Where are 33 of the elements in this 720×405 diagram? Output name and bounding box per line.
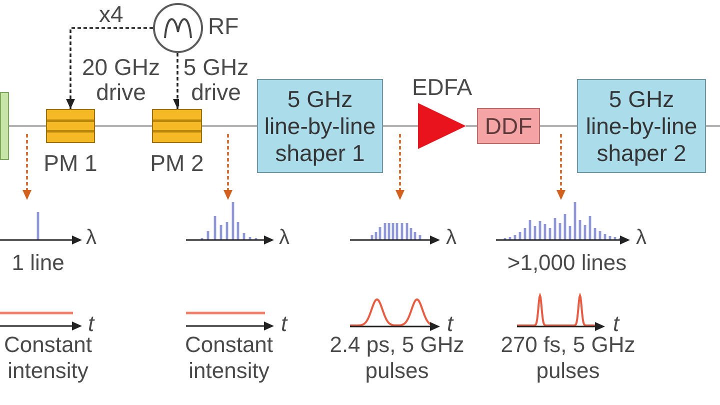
fiber-line (202, 125, 257, 127)
dashed-arrow (22, 134, 32, 200)
fiber-line (540, 125, 577, 127)
dashed-arrow (224, 134, 232, 200)
node-label: EDFA (412, 74, 472, 100)
filter-box (477, 108, 540, 144)
node-label: PM 2 (150, 150, 204, 176)
plot-caption: Constant intensity (184, 332, 274, 384)
axis-label: λ (446, 225, 456, 251)
axis-label: λ (279, 225, 290, 251)
node-label: PM 1 (44, 150, 98, 176)
pulse-shaper-box (257, 79, 383, 173)
dashed-arrow (396, 134, 404, 200)
multiplier-label: x4 (99, 1, 124, 27)
plot-caption: >1,000 lines (506, 250, 628, 276)
node-label: 5 GHz line-by-line shaper 2 (584, 86, 698, 166)
pulse-shaper-box (577, 79, 706, 173)
fiber-line (95, 125, 152, 127)
axis-label: λ (636, 225, 646, 251)
component-box (0, 92, 9, 160)
dashed-arrow (173, 53, 182, 109)
plot-caption: 1 line (10, 250, 66, 276)
node-label: 5 GHz line-by-line shaper 1 (263, 86, 377, 166)
dashed-arrow (66, 27, 153, 109)
axis-label: λ (86, 225, 96, 251)
fiber-line (706, 125, 720, 127)
fiber-line (466, 125, 477, 127)
node-label: RF (208, 13, 239, 39)
axis-label: t (281, 311, 288, 337)
dashed-arrow (556, 134, 566, 200)
fiber-line (383, 125, 418, 127)
node-label: DDF (484, 113, 532, 139)
fiber-line (9, 125, 46, 127)
